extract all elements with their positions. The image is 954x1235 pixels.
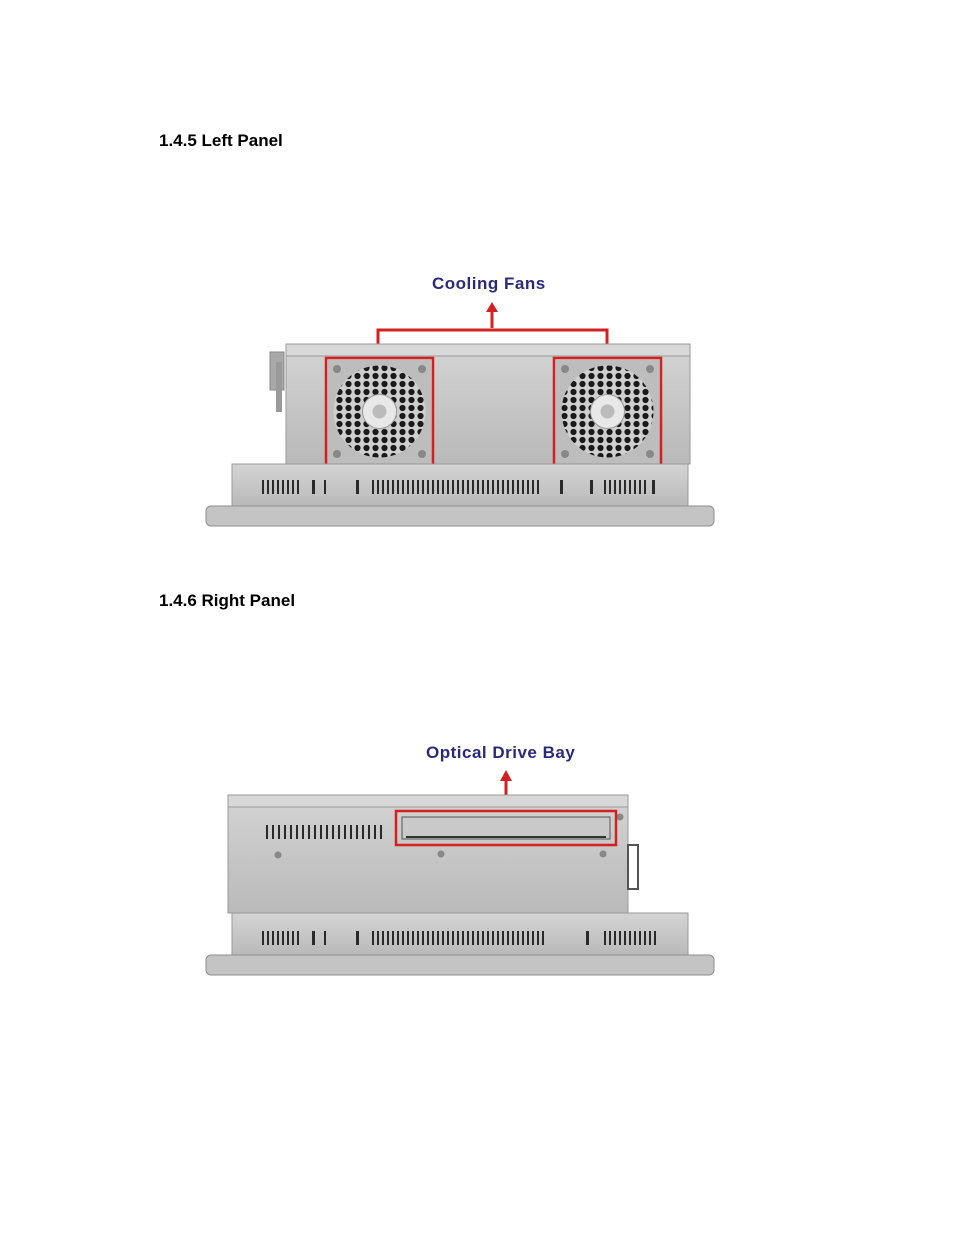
cooling-fans-label: Cooling Fans bbox=[432, 274, 546, 293]
optical-drive-bay-label: Optical Drive Bay bbox=[426, 743, 576, 762]
section-heading-left-panel: 1.4.5 Left Panel bbox=[159, 131, 283, 150]
optical-drive-icon bbox=[394, 809, 618, 847]
section-heading-right-panel: 1.4.6 Right Panel bbox=[159, 591, 296, 610]
vent-slots bbox=[262, 480, 655, 494]
chassis-body bbox=[227, 794, 629, 914]
vent-slots bbox=[266, 825, 382, 839]
right-panel-figure bbox=[205, 770, 715, 976]
left-panel-figure bbox=[205, 302, 715, 527]
cooling-fan-icon bbox=[552, 356, 663, 467]
cooling-fan-icon bbox=[324, 356, 435, 467]
vent-slots bbox=[262, 931, 656, 945]
